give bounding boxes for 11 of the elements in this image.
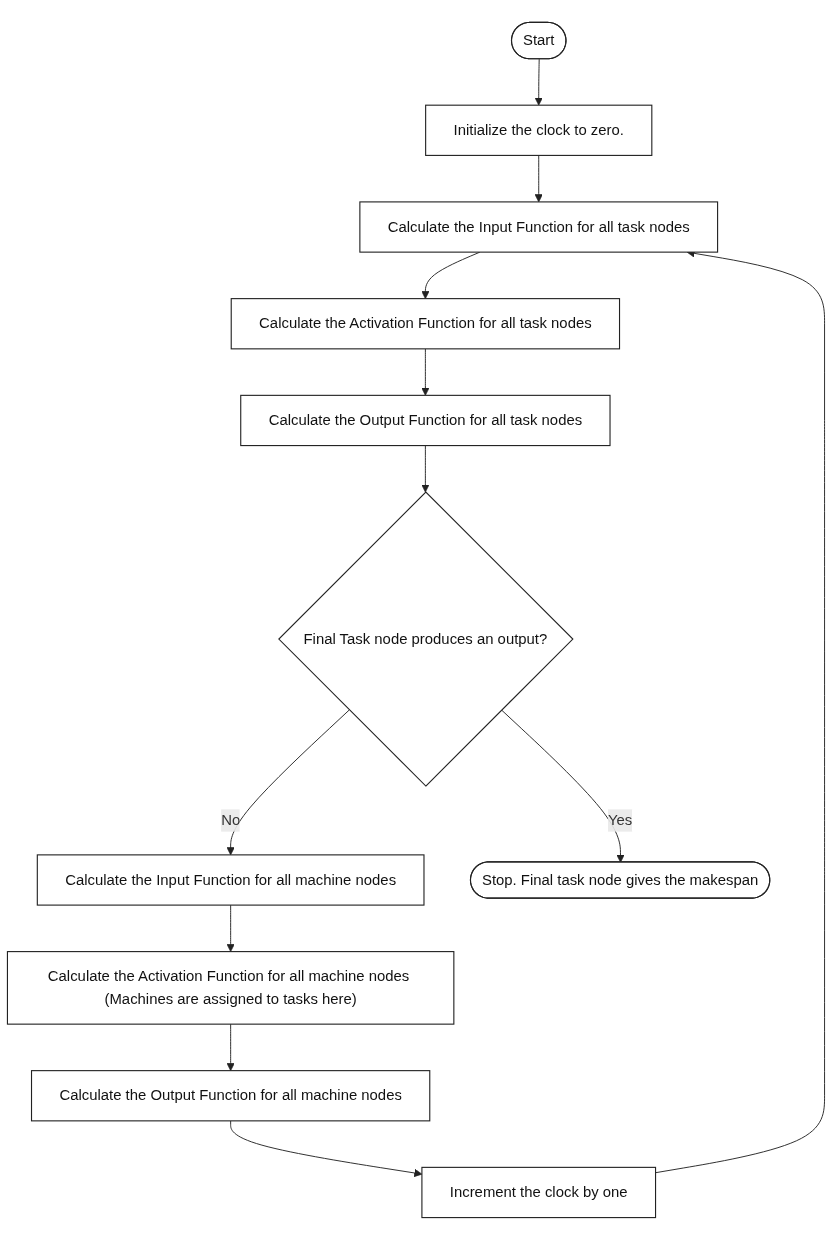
node-box: Calculate the Input Function for all machine nodes — [36, 854, 425, 906]
edge-label: No — [221, 812, 241, 828]
node-box: Increment the clock by one — [421, 1166, 657, 1219]
node-box: Calculate the Output Function for all machine nodes — [30, 1070, 431, 1122]
node-box: Calculate the Activation Function for all task nodes — [230, 298, 621, 350]
node-box: Initialize the clock to zero. — [425, 104, 653, 156]
node-diamond: Final Task node produces an output? — [278, 491, 574, 787]
edge-label: Yes — [607, 812, 633, 828]
node-box: Calculate the Output Function for all task nodes — [240, 394, 611, 447]
node-box: Calculate the Activation Function for all machine nodes (Machines are assigned to tasks here) — [6, 951, 455, 1025]
node-box: Calculate the Input Function for all task nodes — [359, 201, 719, 253]
